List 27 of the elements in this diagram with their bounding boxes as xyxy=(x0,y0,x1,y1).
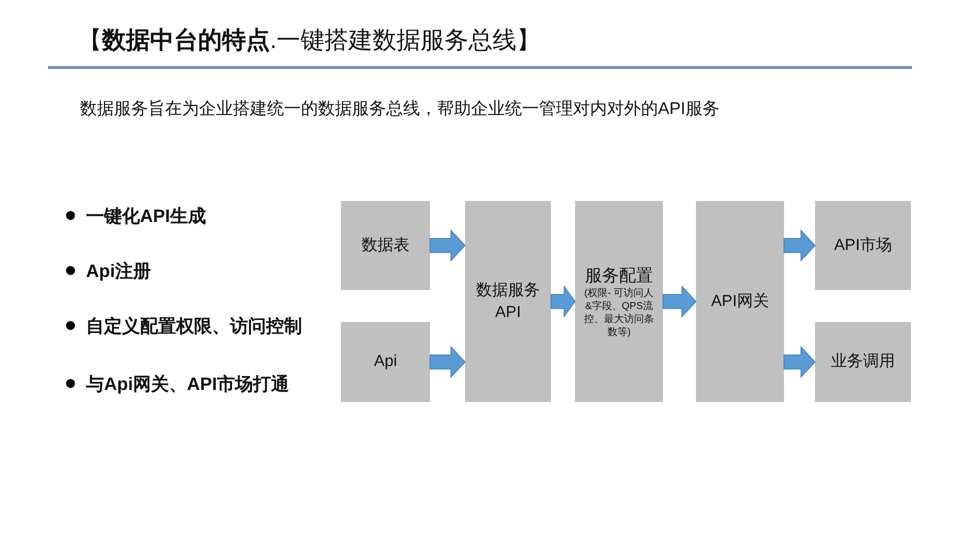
block-arrow xyxy=(784,229,816,262)
title: 【数据中台的特点.一键搭建数据服务总线】 xyxy=(78,26,541,56)
process-box xyxy=(341,201,430,290)
box-label: 数据表 xyxy=(362,236,410,256)
process-box xyxy=(341,322,430,402)
block-arrow xyxy=(784,346,816,378)
process-box xyxy=(465,201,551,402)
box-note: (权限- 可访问人&字段、QPS流控、最大访问条数等) xyxy=(583,286,655,338)
box-label: 业务调用 xyxy=(831,352,895,372)
process-box xyxy=(575,201,663,402)
bullet-item: 自定义配置权限、访问控制 xyxy=(86,315,302,338)
bullet-item: Api注册 xyxy=(86,260,151,283)
box-label: API市场 xyxy=(834,236,892,256)
bullet-item: 一键化API生成 xyxy=(86,205,206,228)
block-arrow xyxy=(430,229,466,262)
box-label: API网关 xyxy=(711,292,769,312)
process-box xyxy=(815,322,911,402)
process-box xyxy=(696,201,784,402)
description-text: 数据服务旨在为企业搭建统一的数据服务总线，帮助企业统一管理对内对外的API服务 xyxy=(80,98,720,120)
box-label: 服务配置 xyxy=(585,264,653,286)
box-label: Api xyxy=(374,352,398,372)
box-label: 数据服务 API xyxy=(475,280,541,322)
process-box xyxy=(815,201,911,290)
block-arrow xyxy=(430,346,466,378)
block-arrow xyxy=(550,284,576,318)
block-arrow xyxy=(662,285,697,318)
bullet-item: 与Api网关、API市场打通 xyxy=(86,373,290,396)
